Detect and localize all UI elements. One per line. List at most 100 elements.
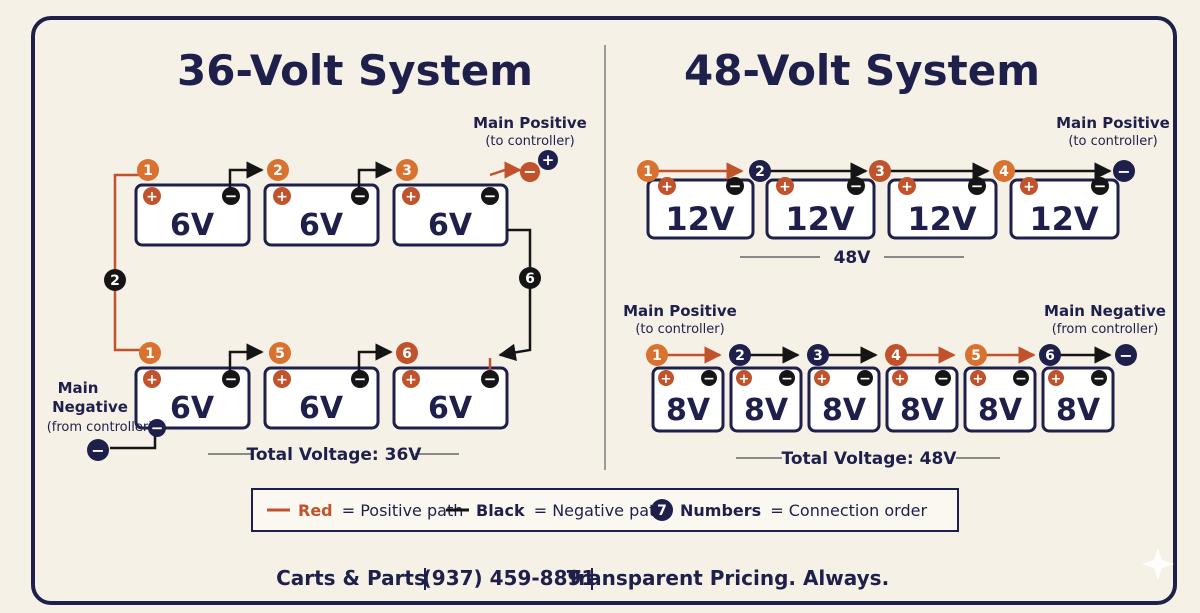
svg-text:−: − <box>781 371 793 387</box>
battery-36v-top-2: 6V <box>263 183 380 247</box>
battery-36v-bottom-1: 6V <box>134 366 251 430</box>
svg-text:−: − <box>484 370 497 388</box>
main-positive-label: Main Positive <box>473 114 587 132</box>
svg-text:−: − <box>850 177 863 195</box>
battery-36v-top-1: 6V <box>134 183 251 247</box>
svg-text:3: 3 <box>813 348 823 364</box>
svg-text:1: 1 <box>652 348 662 364</box>
terminal-markers-12v: + − + − + − + − <box>658 177 1109 195</box>
footer-tagline: Transparent Pricing. Always. <box>567 566 889 590</box>
order-badge: 2 <box>267 159 289 181</box>
main-negative-sub: (from controller) <box>47 420 154 435</box>
positive-terminal-icon <box>143 370 161 388</box>
main-negative-icon <box>1115 344 1137 366</box>
svg-text:+: + <box>973 372 984 387</box>
footer-phone: (937) 459-8891 <box>423 566 596 590</box>
main-negative-label-2: Negative <box>52 398 128 416</box>
svg-text:−: − <box>151 419 164 437</box>
svg-text:+: + <box>1051 372 1062 387</box>
title-36v: 36-Volt System <box>177 46 533 95</box>
order-badge: 3 <box>396 159 418 181</box>
svg-text:−: − <box>354 187 367 205</box>
positive-wire-left <box>113 173 148 352</box>
order-badge: 1 <box>137 159 159 181</box>
svg-text:−: − <box>1093 371 1105 387</box>
battery-label: 6V <box>170 208 215 243</box>
main-positive-terminal-icon <box>520 162 540 182</box>
svg-text:+: + <box>146 189 158 205</box>
footer-brand: Carts & Parts <box>276 566 426 590</box>
positive-terminal-icon <box>143 187 161 205</box>
positive-terminal-icon <box>402 370 420 388</box>
svg-text:+: + <box>542 151 555 169</box>
svg-text:−: − <box>859 371 871 387</box>
negative-terminal-icon <box>481 187 499 205</box>
negative-wire <box>228 161 264 188</box>
svg-text:1: 1 <box>643 164 653 180</box>
order-badge: 4 <box>993 160 1015 182</box>
battery-label: 12V <box>665 200 735 238</box>
battery-36v-bottom-3: 6V <box>392 366 509 430</box>
order-badge: 5 <box>965 344 987 366</box>
svg-text:2: 2 <box>735 348 745 364</box>
negative-terminal-icon <box>222 187 240 205</box>
order-badge: 2 <box>749 160 771 182</box>
terminal-markers-8v: + − + − + − + − + − + − <box>658 370 1107 387</box>
legend: Red = Positive path Black = Negative pat… <box>251 488 959 532</box>
plus-icon <box>538 150 558 170</box>
order-badge: 6 <box>1039 344 1061 366</box>
positive-terminal-icon <box>273 187 291 205</box>
svg-text:−: − <box>484 187 497 205</box>
svg-text:+: + <box>661 179 673 195</box>
order-badge: 6 <box>396 342 418 364</box>
order-badge: 2 <box>729 344 751 366</box>
main-positive-label: Main Positive <box>623 302 737 320</box>
legend-badge <box>651 499 673 521</box>
negative-wire-right <box>498 228 532 362</box>
svg-text:7: 7 <box>657 503 667 519</box>
svg-text:−: − <box>523 162 536 181</box>
main-negative-label-1: Main <box>58 379 99 397</box>
svg-text:−: − <box>91 441 104 460</box>
battery-36v-bottom-2: 6V <box>263 366 380 430</box>
svg-text:+: + <box>661 372 672 387</box>
svg-text:+: + <box>779 179 791 195</box>
negative-terminal-icon <box>351 187 369 205</box>
svg-text:−: − <box>225 370 238 388</box>
svg-text:−: − <box>1015 371 1027 387</box>
battery-label: 8V <box>978 393 1023 428</box>
negative-wire <box>357 343 393 372</box>
battery-label: 6V <box>170 391 215 426</box>
negative-wire <box>228 343 264 372</box>
legend-numbers: Numbers = Connection order <box>680 501 927 520</box>
sparkle-icon <box>1142 548 1174 580</box>
battery-12v-1: 12V <box>646 178 755 240</box>
battery-label: 12V <box>785 200 855 238</box>
order-badge: 3 <box>869 160 891 182</box>
main-positive-label: Main Positive <box>1056 114 1170 132</box>
svg-text:6: 6 <box>1045 348 1055 364</box>
svg-text:3: 3 <box>875 164 885 180</box>
legend-red: Red = Positive path <box>298 501 463 520</box>
positive-terminal-icon <box>273 370 291 388</box>
positive-terminal-icon <box>402 187 420 205</box>
svg-text:4: 4 <box>891 348 901 364</box>
positive-wire <box>489 161 522 179</box>
svg-text:5: 5 <box>971 348 981 364</box>
battery-label: 8V <box>900 393 945 428</box>
battery-label: 6V <box>428 391 473 426</box>
negative-terminal-icon <box>222 370 240 388</box>
svg-text:3: 3 <box>402 163 412 179</box>
battery-label: 8V <box>744 393 789 428</box>
svg-text:+: + <box>405 189 417 205</box>
svg-text:−: − <box>1094 177 1107 195</box>
svg-text:2: 2 <box>273 163 283 179</box>
svg-text:−: − <box>1117 162 1130 181</box>
main-positive-sub: (to controller) <box>635 322 724 337</box>
legend-black: Black = Negative path <box>476 501 665 520</box>
negative-terminal-icon <box>148 419 166 437</box>
svg-text:4: 4 <box>999 164 1009 180</box>
svg-text:−: − <box>729 177 742 195</box>
negative-wire <box>357 161 393 188</box>
battery-12v-3: 12V <box>887 178 998 240</box>
